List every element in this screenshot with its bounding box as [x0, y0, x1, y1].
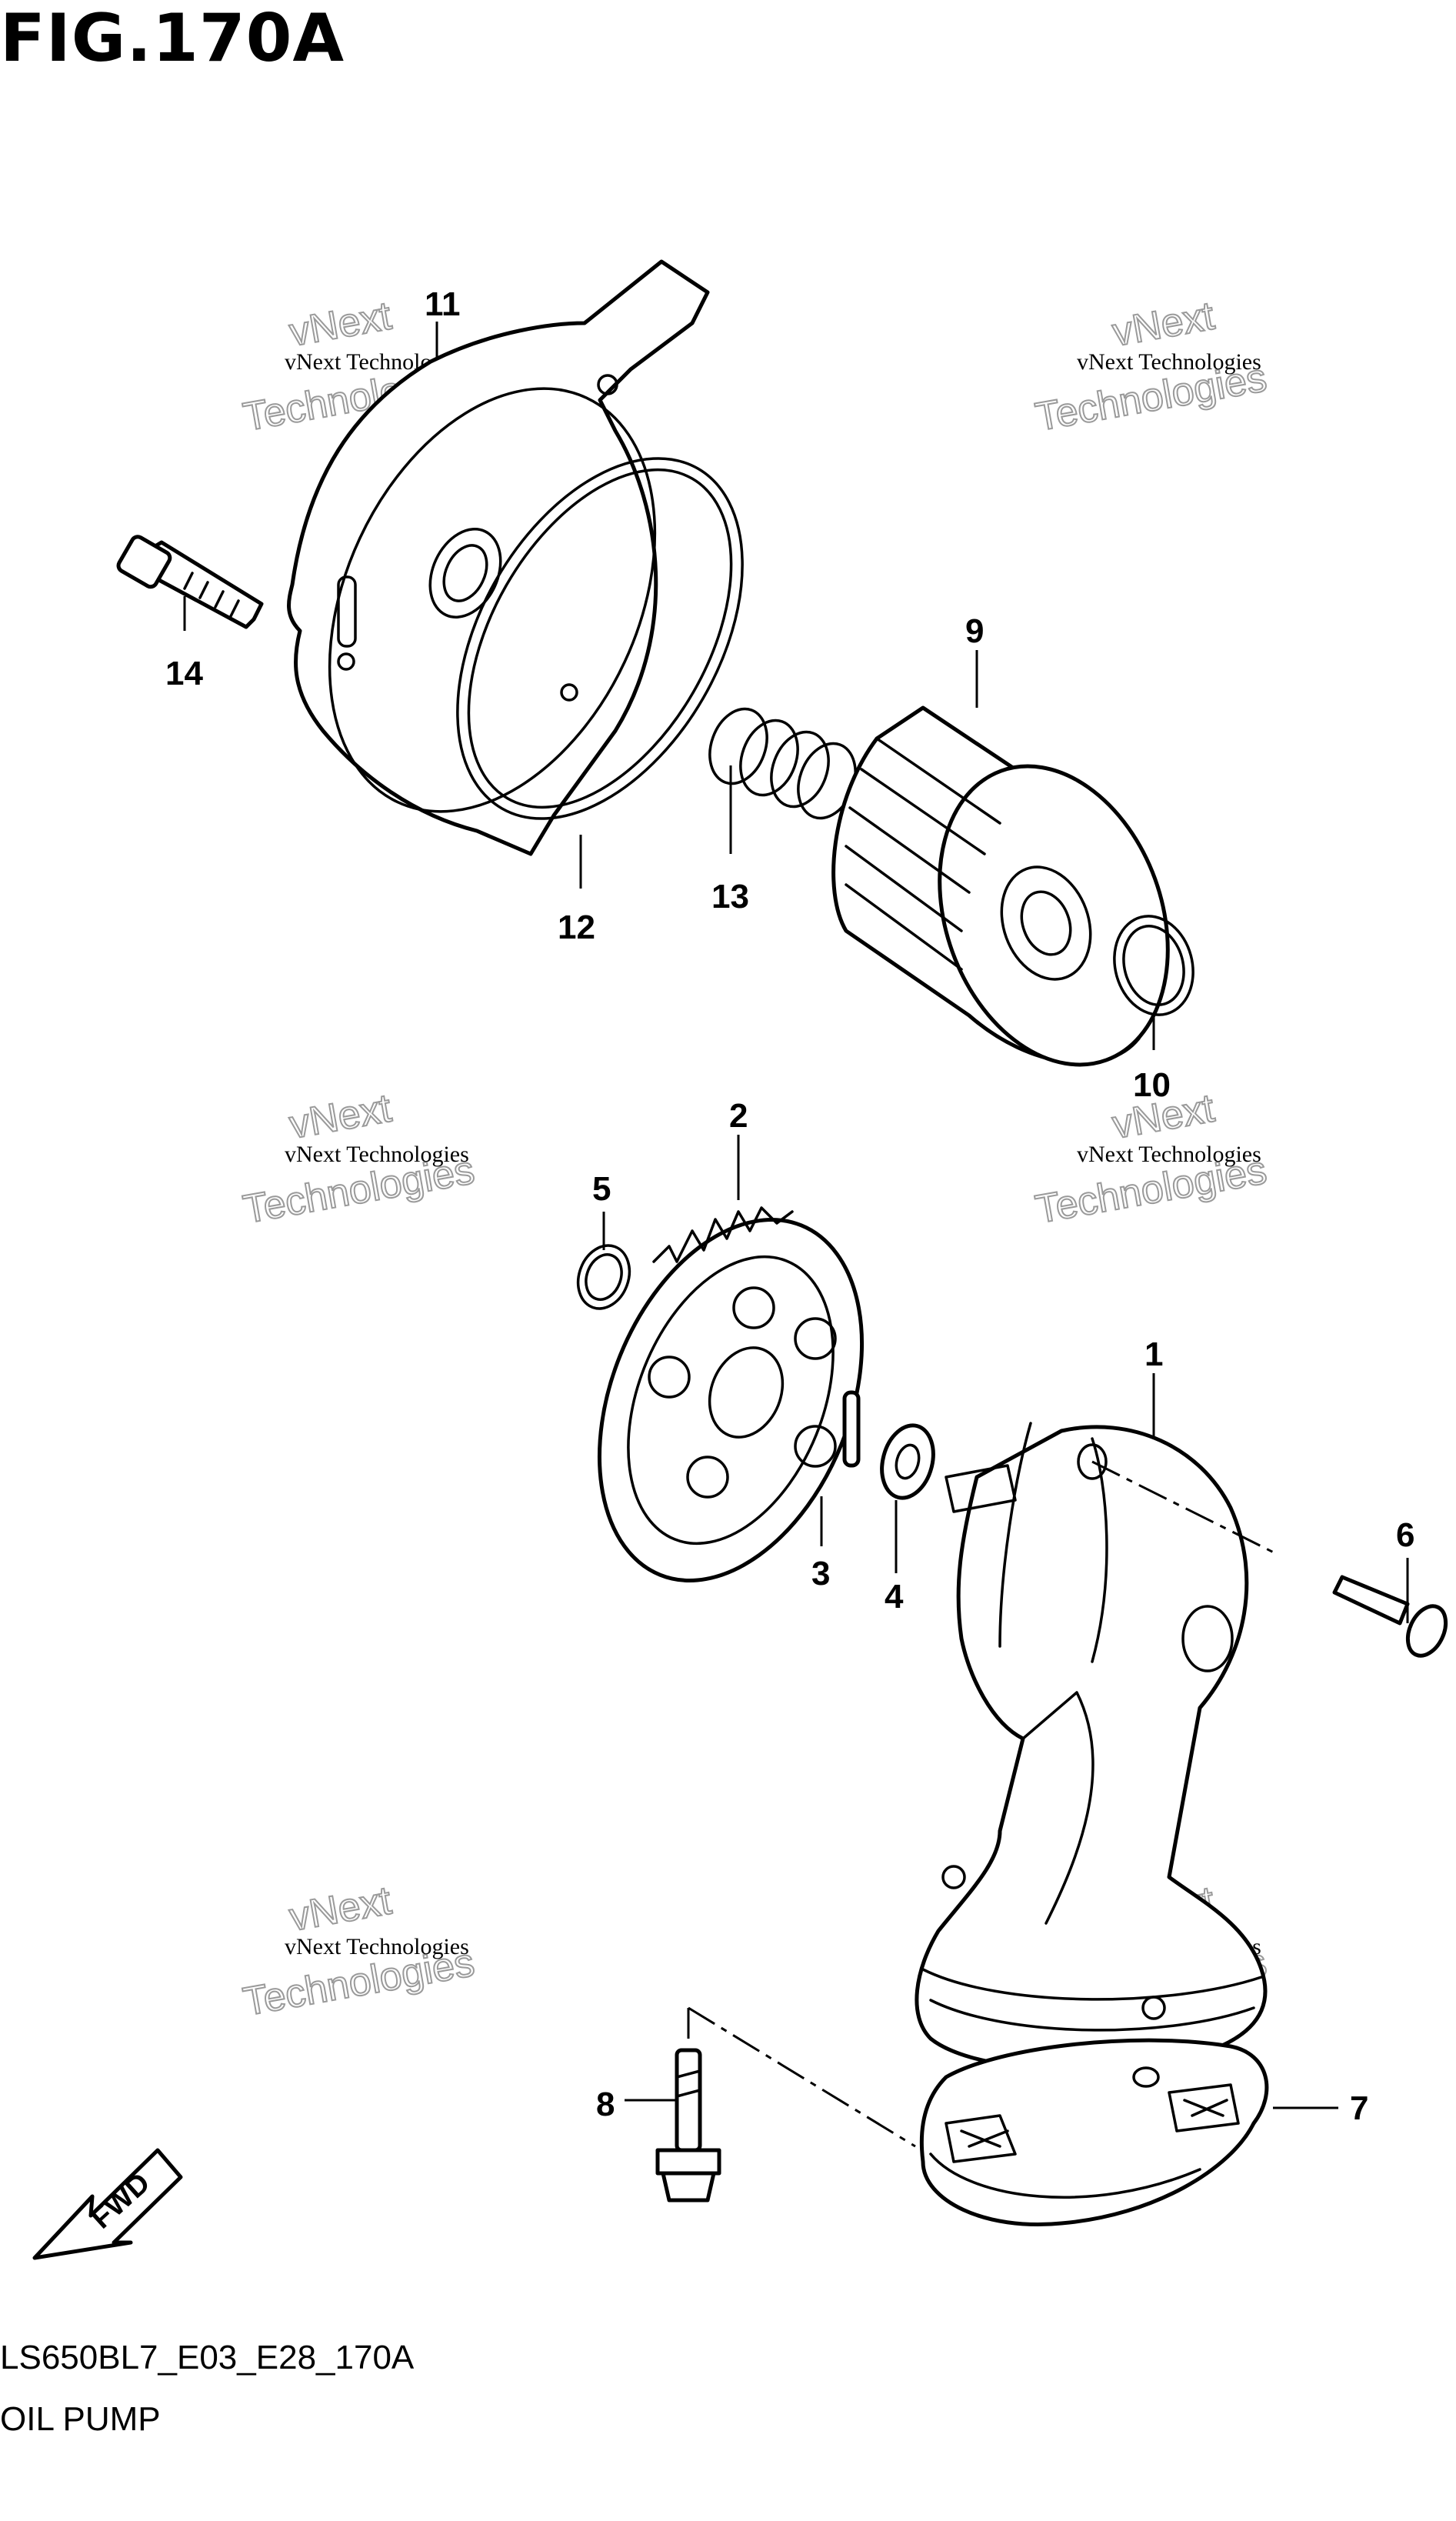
svg-text:vNext: vNext: [1109, 294, 1218, 355]
fwd-arrow: FWD: [32, 2148, 183, 2260]
diagram-name: OIL PUMP: [0, 2400, 161, 2438]
svg-text:vNext Technologies: vNext Technologies: [1077, 349, 1261, 375]
callout-13: 13: [711, 878, 749, 915]
watermark-top-right: vNext Technologies vNext Technologies: [1031, 293, 1271, 441]
watermark-bottom-left: vNext Technologies vNext Technologies: [239, 1878, 478, 2026]
figure-title: FIG.170A: [0, 0, 345, 77]
callout-9: 9: [965, 612, 984, 650]
callout-2: 2: [729, 1097, 748, 1135]
callout-10: 10: [1133, 1066, 1171, 1104]
part-14-bolt: [116, 535, 264, 629]
diagram-code: LS650BL7_E03_E28_170A: [0, 2339, 415, 2376]
callout-14: 14: [165, 655, 203, 692]
callout-8: 8: [596, 2086, 615, 2123]
svg-text:vNext Technologies: vNext Technologies: [285, 1142, 469, 1167]
part-13-spring: [708, 707, 857, 820]
callout-7: 7: [1350, 2089, 1368, 2127]
callout-12: 12: [558, 909, 595, 946]
part-11-filter-cover: [287, 259, 710, 856]
callout-5: 5: [592, 1170, 611, 1208]
svg-text:vNext: vNext: [286, 1879, 395, 1940]
svg-text:vNext Technologies: vNext Technologies: [285, 1934, 469, 1959]
callout-1: 1: [1144, 1336, 1163, 1373]
part-7-oil-strainer: [919, 2038, 1269, 2226]
part-12-o-ring: [456, 457, 744, 820]
part-5-circlip: [576, 1244, 631, 1310]
part-6-bolt: [1332, 1575, 1448, 1658]
part-4-washer: [880, 1423, 935, 1500]
callout-11: 11: [425, 285, 461, 323]
part-3-pin: [842, 1390, 861, 1468]
callout-3: 3: [811, 1555, 830, 1592]
part-1-oil-pump: [915, 1422, 1268, 2072]
part-8-bolt: [655, 2048, 721, 2203]
callout-4: 4: [885, 1578, 904, 1616]
part-9-oil-filter: [831, 705, 1170, 1067]
part-2-gear: [597, 1206, 865, 1582]
watermark-mid-left: vNext Technologies vNext Technologies: [239, 1085, 478, 1233]
svg-text:vNext Technologies: vNext Technologies: [1077, 1142, 1261, 1167]
part-10-o-ring: [1113, 915, 1194, 1016]
callout-6: 6: [1396, 1516, 1414, 1554]
svg-text:vNext: vNext: [286, 1086, 395, 1148]
leader-lines: [183, 322, 1409, 2148]
watermark-mid-right: vNext Technologies vNext Technologies: [1031, 1085, 1271, 1233]
svg-text:vNext: vNext: [286, 294, 395, 355]
